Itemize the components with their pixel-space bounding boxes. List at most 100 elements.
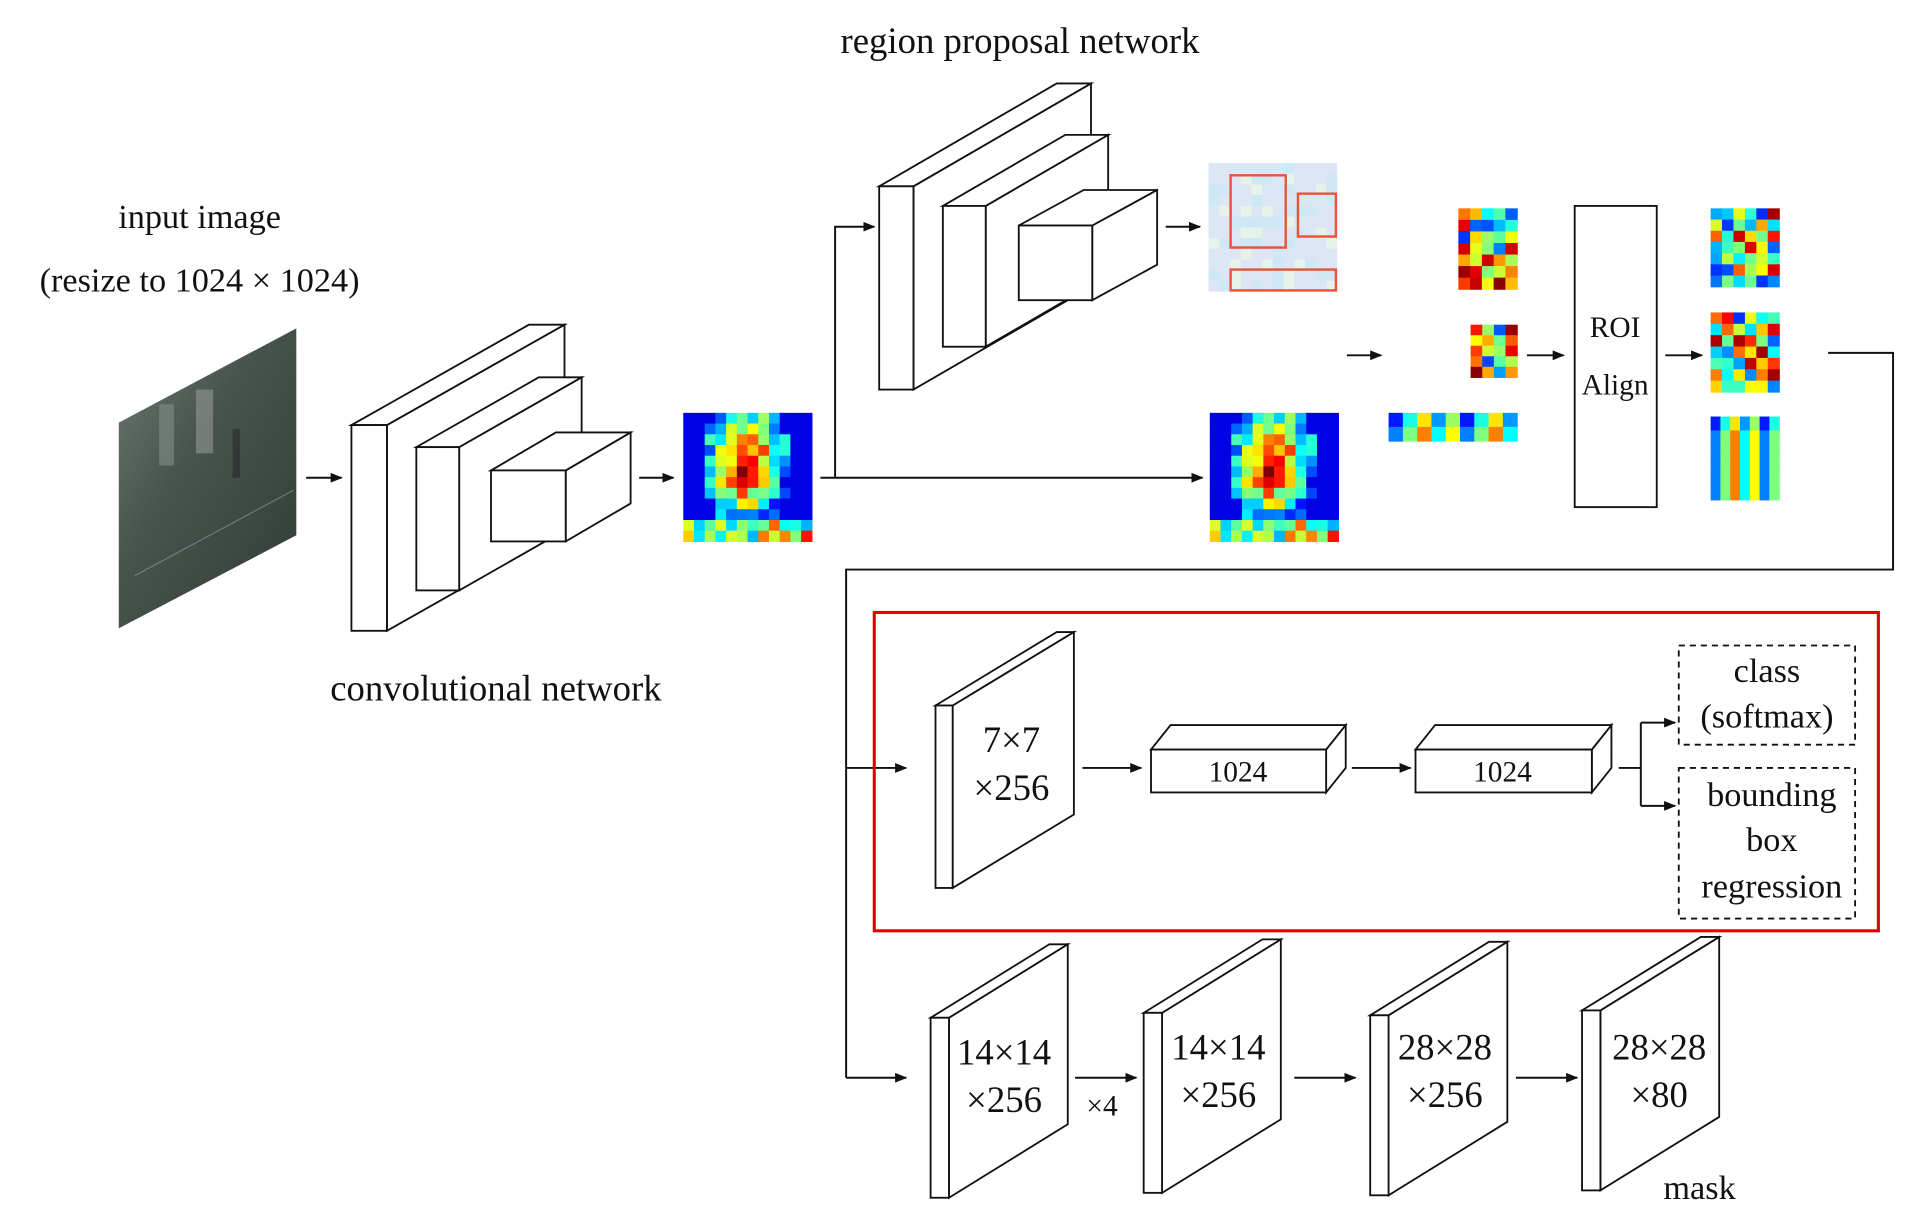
input-street-photo [118, 328, 297, 629]
heatmap-cell [1710, 323, 1723, 336]
heatmap-cell [1710, 458, 1722, 473]
heatmap-cell [1744, 264, 1757, 277]
heatmap-cell [1749, 458, 1761, 473]
heatmap-cell [1231, 455, 1243, 468]
heatmap-cell [1740, 430, 1751, 445]
heatmap-cell [1756, 264, 1769, 277]
heatmap-cell [1252, 423, 1264, 435]
proposal-cell [1283, 216, 1295, 228]
heatmap-cell [1252, 412, 1264, 425]
heatmap-cell [779, 477, 792, 489]
heatmap-cell [1284, 466, 1297, 478]
heatmap-cell [1458, 231, 1471, 244]
heatmap-cell [715, 434, 727, 446]
heatmap-cell [1710, 357, 1723, 370]
heatmap-cell [1220, 519, 1232, 532]
heatmap-cell [801, 444, 813, 457]
heatmap-cell [736, 498, 749, 510]
heatmap-cell [1306, 519, 1318, 532]
heatmap-cell [1493, 345, 1507, 357]
heatmap-cell [1740, 485, 1751, 501]
heatmap-cell [683, 519, 695, 532]
heatmap-cell [779, 444, 792, 457]
heatmap-cell [1316, 498, 1329, 510]
heatmap-cell [1493, 242, 1506, 256]
proposal-cell [1219, 184, 1230, 196]
proposal-cell [1240, 205, 1252, 217]
proposal-cell [1272, 216, 1284, 228]
heatmap-cell [1720, 472, 1731, 487]
heatmap-cell [790, 434, 802, 446]
heatmap-cell [1306, 455, 1318, 468]
proposal-cell [1219, 280, 1230, 292]
heatmap-cell [747, 423, 759, 435]
heatmap-cell [704, 466, 717, 478]
heatmap-cell [1769, 444, 1780, 459]
heatmap-cell [768, 412, 781, 425]
heatmap-cell [801, 498, 813, 510]
heatmap-cell [747, 412, 759, 425]
heatmap-cell [1241, 455, 1254, 468]
heatmap-cell [1241, 477, 1254, 489]
heatmap-cell [1231, 519, 1243, 532]
heatmap-cell [726, 444, 738, 457]
mask-slab [927, 942, 1071, 1200]
heatmap-cell [1470, 254, 1483, 267]
heatmap-cell [779, 412, 792, 425]
proposal-box [1229, 174, 1287, 249]
heatmap-cell [1740, 458, 1751, 473]
heatmap-cell [1769, 416, 1780, 432]
heatmap-cell [1458, 277, 1471, 290]
slab-shape [1140, 937, 1285, 1195]
proposal-cell [1326, 195, 1338, 206]
rpn-blocks [875, 81, 1159, 392]
heatmap-cell [1756, 219, 1769, 232]
heatmap-cell [1209, 434, 1222, 446]
heatmap-cell [1710, 275, 1723, 288]
heatmap-cell [1749, 416, 1761, 432]
heatmap-cell [1252, 434, 1264, 446]
heatmap-cell [801, 477, 813, 489]
heatmap-cell [1493, 324, 1507, 336]
heatmap-cell [1470, 231, 1483, 244]
heatmap-cell [1733, 230, 1746, 243]
heatmap-cell [1295, 530, 1307, 543]
heatmap-cell [1710, 485, 1722, 501]
heatmap-cell [1327, 509, 1339, 521]
heatmap-cell [1767, 346, 1780, 359]
heatmap-cell [1481, 254, 1495, 267]
heatmap-cell [1722, 369, 1735, 382]
heatmap-cell [1306, 466, 1318, 478]
proposal-cell [1251, 227, 1263, 239]
heatmap-cell [1710, 219, 1723, 232]
heatmap-cell [1720, 458, 1731, 473]
heatmap-cell [1231, 509, 1243, 521]
heatmap-cell [1744, 335, 1757, 348]
heatmap-cell [1756, 275, 1769, 288]
heatmap-cell [1220, 434, 1232, 446]
heatmap-cell [736, 423, 749, 435]
heatmap-cell [801, 509, 813, 521]
heatmap-cell [704, 530, 717, 543]
heatmap-cell [1759, 444, 1770, 459]
heatmap-cell [726, 455, 738, 468]
heatmap-cell [1306, 423, 1318, 435]
heatmap-cell [1231, 477, 1243, 489]
heatmap-cell [693, 412, 706, 425]
slab-shape [1578, 935, 1723, 1193]
heatmap-cell [1722, 230, 1735, 243]
aligned-roi-heatmap [1710, 312, 1780, 393]
mask-slab-4-text-1: 28×28 [1612, 1026, 1706, 1067]
heatmap-cell [1744, 323, 1757, 336]
heatmap-cell [790, 477, 802, 489]
heatmap-cell [768, 487, 781, 500]
proposal-cell [1315, 270, 1327, 281]
heatmap-cell [1505, 335, 1518, 347]
class-label-2: (softmax) [1700, 698, 1833, 736]
heatmap-cell [1749, 444, 1761, 459]
heatmap-cell [1252, 477, 1264, 489]
proposal-cell [1272, 259, 1284, 271]
heatmap-cell [1505, 208, 1518, 221]
heatmap-cell [1730, 458, 1741, 473]
heatmap-cell [1460, 426, 1475, 442]
